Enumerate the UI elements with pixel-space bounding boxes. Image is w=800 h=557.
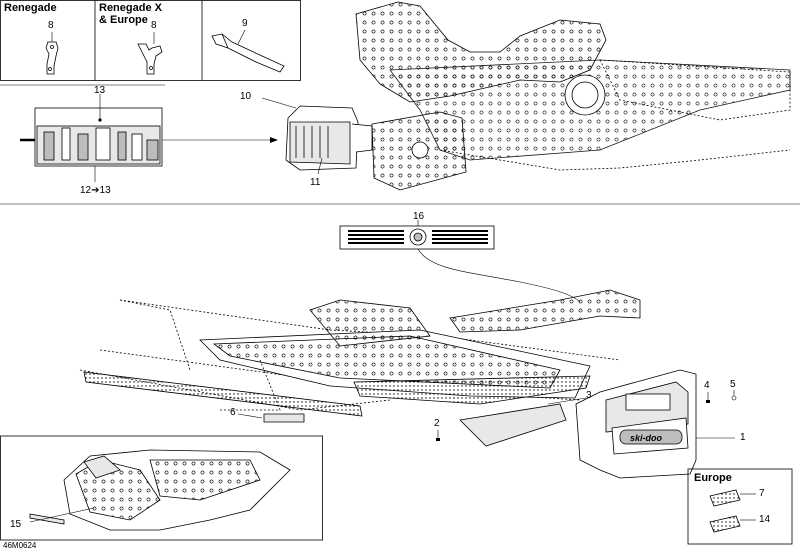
bracket-9 xyxy=(211,33,285,73)
callout-16: 16 xyxy=(413,211,425,222)
tool-kit-13 xyxy=(20,107,163,167)
part-15 xyxy=(29,513,65,525)
inset-label-renegade: Renegade xyxy=(4,2,57,14)
leader-13-dot xyxy=(98,118,102,122)
bracket-8-renegade xyxy=(45,41,59,75)
rear-panel-1: ski-doo xyxy=(575,369,697,479)
callout-3: 3 xyxy=(586,390,592,401)
callout-11: 11 xyxy=(310,177,321,188)
bumper-assembly xyxy=(63,449,291,531)
panel-3 xyxy=(459,403,567,447)
callout-4: 4 xyxy=(704,380,710,391)
callout-6: 6 xyxy=(230,407,236,418)
inset-label-renegade-x-europe: Renegade X & Europe xyxy=(99,2,162,26)
leader-15 xyxy=(29,507,95,523)
inset-frame-bottom xyxy=(0,435,323,541)
decal-16 xyxy=(339,225,495,250)
inset-frame-europe xyxy=(687,468,793,545)
decal-brand-text: ski-doo xyxy=(630,433,663,443)
callout-1: 1 xyxy=(740,432,746,443)
callout-7: 7 xyxy=(759,488,765,499)
chassis-frame-top xyxy=(355,1,791,191)
inset-label-europe: Europe xyxy=(694,472,732,484)
leader-16-target xyxy=(417,248,581,303)
leader-6 xyxy=(237,413,263,419)
callout-8-renegade: 8 xyxy=(48,20,54,31)
leader-11 xyxy=(317,157,323,175)
chassis-tunnel xyxy=(79,289,641,417)
drawing-code: 46M0624 xyxy=(3,541,37,550)
tool-box-10 xyxy=(285,105,373,171)
callout-10: 10 xyxy=(240,91,252,102)
leader-3 xyxy=(547,397,587,405)
fastener-4 xyxy=(706,392,710,403)
fastener-5 xyxy=(731,390,737,401)
leader-10 xyxy=(261,97,297,109)
part-6 xyxy=(263,413,305,423)
callout-12-13: 12➔13 xyxy=(80,185,111,196)
reflector-7 xyxy=(709,489,741,507)
arrow-head xyxy=(270,137,278,143)
callout-8-renegade-x: 8 xyxy=(151,20,157,31)
callout-13: 13 xyxy=(94,85,106,96)
inset-frame-top xyxy=(0,0,301,81)
leader-9 xyxy=(237,29,246,45)
screw-2 xyxy=(436,430,440,441)
callout-5: 5 xyxy=(730,379,736,390)
bracket-8-renegade-x xyxy=(137,43,163,75)
callout-15: 15 xyxy=(10,519,22,530)
callout-9: 9 xyxy=(242,18,248,29)
reflector-14 xyxy=(709,515,741,533)
callout-2: 2 xyxy=(434,418,440,429)
callout-14: 14 xyxy=(759,514,771,525)
